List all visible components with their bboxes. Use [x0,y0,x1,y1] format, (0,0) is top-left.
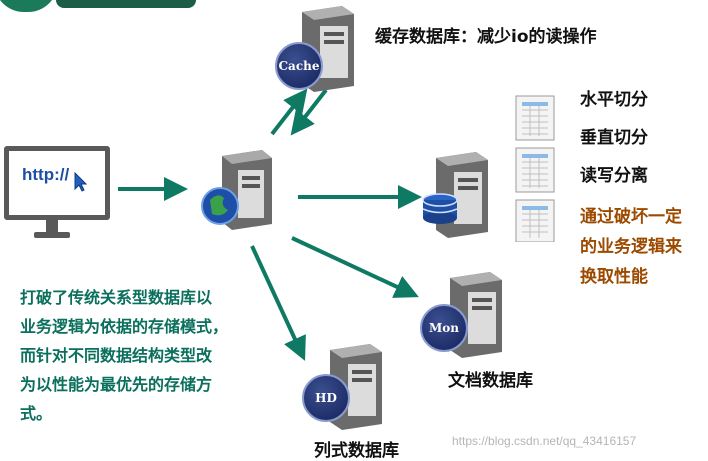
description-line: 打破了传统关系型数据库以 [20,288,213,307]
hd-badge: HD [302,374,350,422]
sheet-icon-2 [515,147,555,193]
arrow-web-to-column [250,245,306,361]
arrow-web-to-cache [270,88,308,136]
monitor-stand [46,220,58,234]
relational-db-server-icon [422,152,488,238]
sharding-item: 垂直切分 [580,128,648,148]
column-db-label: 列式数据库 [314,441,399,461]
sharding-sheets-icon [515,95,555,242]
logo-banner [56,0,196,8]
tradeoff-note: 通过破坏一定 的业务逻辑来 换取性能 [580,202,682,292]
description-line: 式。 [20,404,53,423]
cache-db-label: 缓存数据库：减少io的读操作 [375,27,597,47]
tradeoff-line: 通过破坏一定 [580,207,682,227]
url-text: http:// [22,165,70,184]
sharding-item: 水平切分 [580,90,648,110]
mon-badge: Mon [420,304,468,352]
description-line: 业务逻辑为依据的存储模式， [20,317,229,336]
sheet-icon-1 [515,95,555,141]
nosql-description: 打破了传统关系型数据库以 业务逻辑为依据的存储模式， 而针对不同数据结构类型改 … [20,283,265,428]
tradeoff-line: 的业务逻辑来 [580,237,682,257]
web-server-icon [201,150,272,230]
sheet-icon-3 [515,199,555,242]
sharding-list: 水平切分 垂直切分 读写分离 [580,86,648,200]
description-line: 而针对不同数据结构类型改 [20,346,213,365]
cache-badge: Cache [275,42,323,90]
arrow-cache-to-web [290,88,328,136]
document-db-label: 文档数据库 [448,371,533,391]
tradeoff-line: 换取性能 [580,267,648,287]
watermark: https://blog.csdn.net/qq_43416157 [452,434,637,448]
monitor-base [34,232,70,238]
client-monitor [4,146,110,220]
description-line: 为以性能为最优先的存储方 [20,375,213,394]
arrow-web-to-doc [291,236,419,298]
sharding-item: 读写分离 [580,166,648,186]
mouse-cursor-icon [74,172,88,192]
